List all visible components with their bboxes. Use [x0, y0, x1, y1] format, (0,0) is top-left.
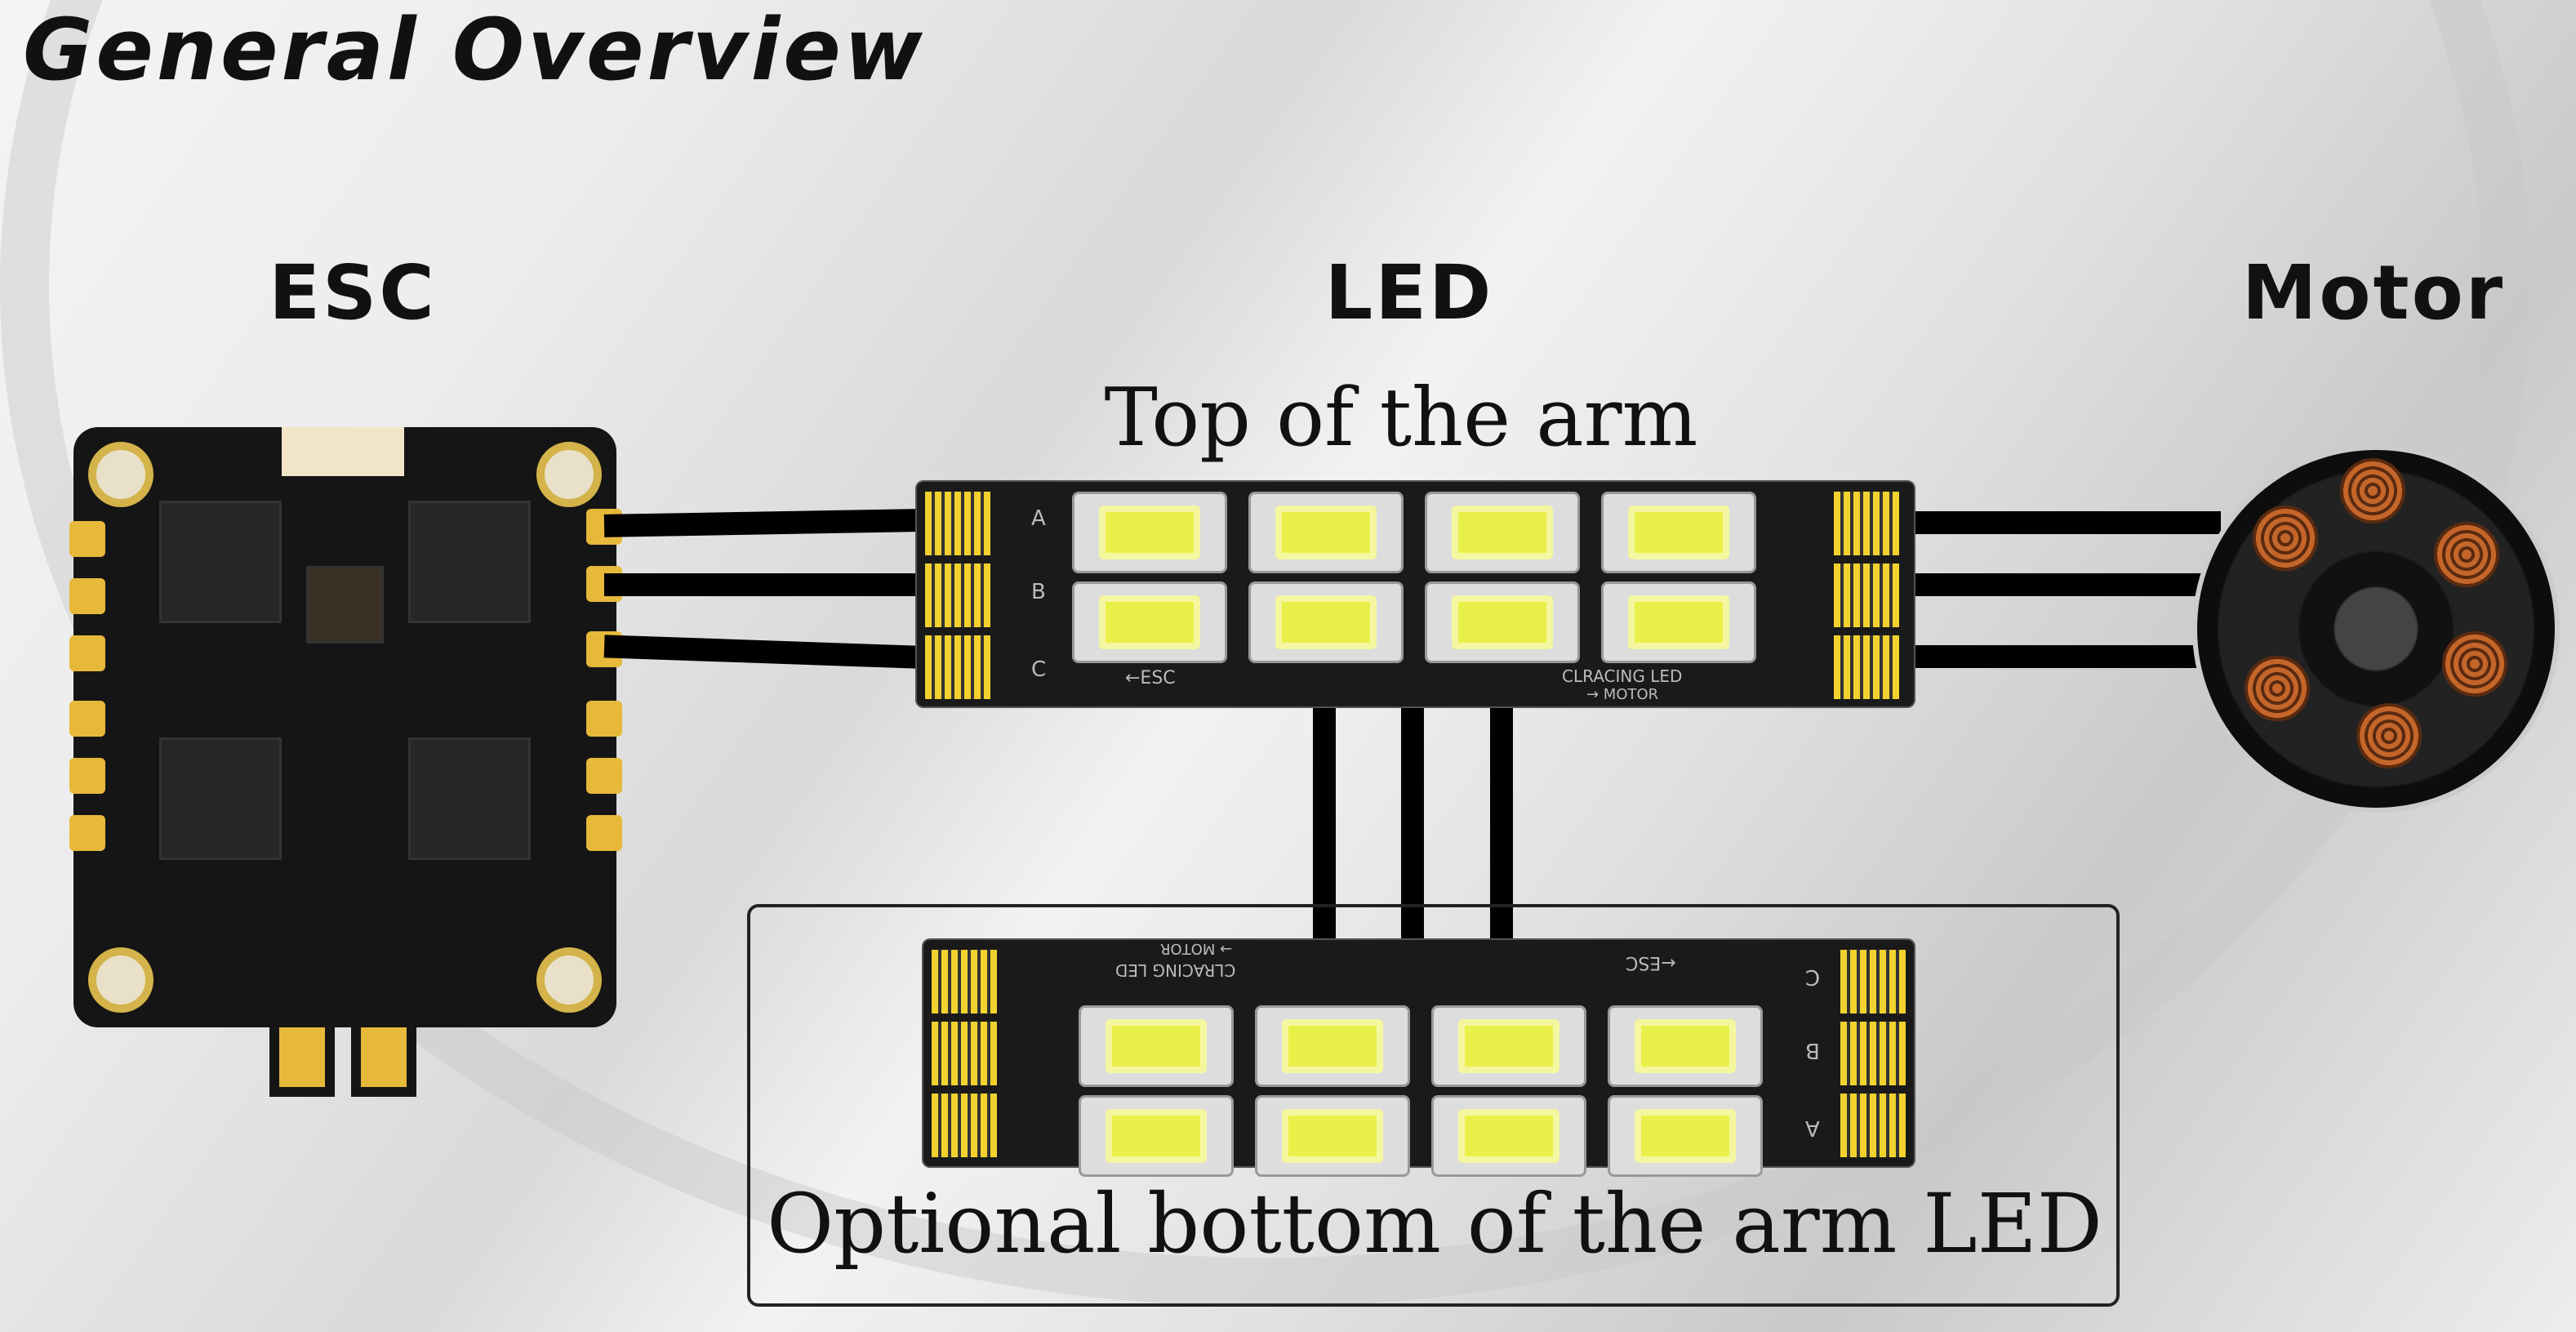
motor-coil	[2442, 631, 2507, 697]
mount-hole	[536, 947, 602, 1013]
smd-led	[1079, 1005, 1234, 1087]
silk-c: C	[1031, 657, 1047, 682]
wire-a-bottom	[1313, 666, 1336, 976]
motor-pad	[69, 815, 105, 851]
silk-c: C	[1805, 964, 1821, 989]
smd-led	[1248, 581, 1404, 663]
smd-led	[1431, 1095, 1586, 1177]
motor-coil	[2340, 458, 2405, 523]
silk-motor: → MOTOR	[1586, 686, 1659, 703]
solder-pad	[1834, 635, 1899, 699]
esc-label: ESC	[269, 249, 437, 336]
motor-pad	[586, 815, 622, 851]
solder-pad	[925, 564, 990, 627]
led-board-bottom: C B A ←ESC CLRACING LED → MOTOR	[923, 940, 1914, 1177]
mosfet-chip	[408, 501, 531, 623]
power-pad	[269, 1027, 335, 1097]
solder-pad	[932, 1022, 997, 1085]
smd-led	[1072, 492, 1227, 573]
solder-pad	[932, 950, 997, 1013]
motor	[2192, 445, 2560, 813]
motor-pad	[586, 701, 622, 737]
esc-board	[69, 427, 622, 1097]
motor-pad	[69, 758, 105, 794]
silk-esc: ←ESC	[1125, 668, 1176, 688]
bottom-caption: Optional bottom of the arm LED	[767, 1176, 2102, 1272]
smd-led	[1425, 492, 1580, 573]
solder-pad	[1834, 564, 1899, 627]
solder-pad	[925, 635, 990, 699]
smd-led	[1601, 492, 1756, 573]
silk-a: A	[1805, 1116, 1820, 1140]
silk-b: B	[1805, 1038, 1820, 1062]
led-label: LED	[1324, 249, 1494, 336]
smd-led	[1425, 581, 1580, 663]
wire-c-bottom	[1490, 666, 1513, 976]
silk-a: A	[1031, 506, 1046, 531]
solder-pad	[932, 1094, 997, 1157]
mcu-chip	[306, 566, 384, 644]
motor-pad	[69, 521, 105, 557]
motor-pad	[69, 701, 105, 737]
optional-bottom-box	[747, 904, 2120, 1307]
silk-brand: CLRACING LED	[1115, 960, 1236, 980]
wire-b-bottom	[1401, 666, 1424, 976]
motor-coil	[2253, 506, 2318, 571]
page-title: General Overview	[23, 0, 926, 100]
solder-pad	[1840, 950, 1906, 1013]
silk-brand: CLRACING LED	[1562, 666, 1683, 686]
smd-led	[1255, 1005, 1410, 1087]
smd-led	[1431, 1005, 1586, 1087]
smd-led	[1608, 1095, 1763, 1177]
mosfet-chip	[408, 737, 531, 860]
solder-pad	[1834, 492, 1899, 555]
mount-hole	[536, 442, 602, 507]
motor-coil	[2245, 656, 2310, 721]
mosfet-chip	[159, 501, 282, 623]
motor-pad	[586, 758, 622, 794]
mount-hole	[88, 947, 153, 1013]
smd-led	[1255, 1095, 1410, 1177]
smd-led	[1248, 492, 1404, 573]
silk-b: B	[1031, 580, 1046, 604]
motor-pad	[69, 635, 105, 671]
silk-motor: → MOTOR	[1160, 940, 1233, 957]
motor-pad	[69, 578, 105, 614]
power-pad	[351, 1027, 416, 1097]
mosfet-chip	[159, 737, 282, 860]
top-caption: Top of the arm	[1104, 372, 1698, 465]
motor-coil	[2434, 522, 2499, 587]
esc-connector	[282, 427, 404, 476]
solder-pad	[1840, 1022, 1906, 1085]
motor-coil	[2356, 703, 2422, 768]
motor-label: Motor	[2241, 249, 2506, 336]
solder-pad	[925, 492, 990, 555]
smd-led	[1072, 581, 1227, 663]
smd-led	[1608, 1005, 1763, 1087]
solder-pad	[1840, 1094, 1906, 1157]
silk-esc: ←ESC	[1626, 952, 1676, 973]
mount-hole	[88, 442, 153, 507]
smd-led	[1079, 1095, 1234, 1177]
smd-led	[1601, 581, 1756, 663]
led-board-top: A B C ←ESC CLRACING LED → MOTOR	[917, 482, 1914, 706]
wire-b-esc	[604, 573, 963, 596]
